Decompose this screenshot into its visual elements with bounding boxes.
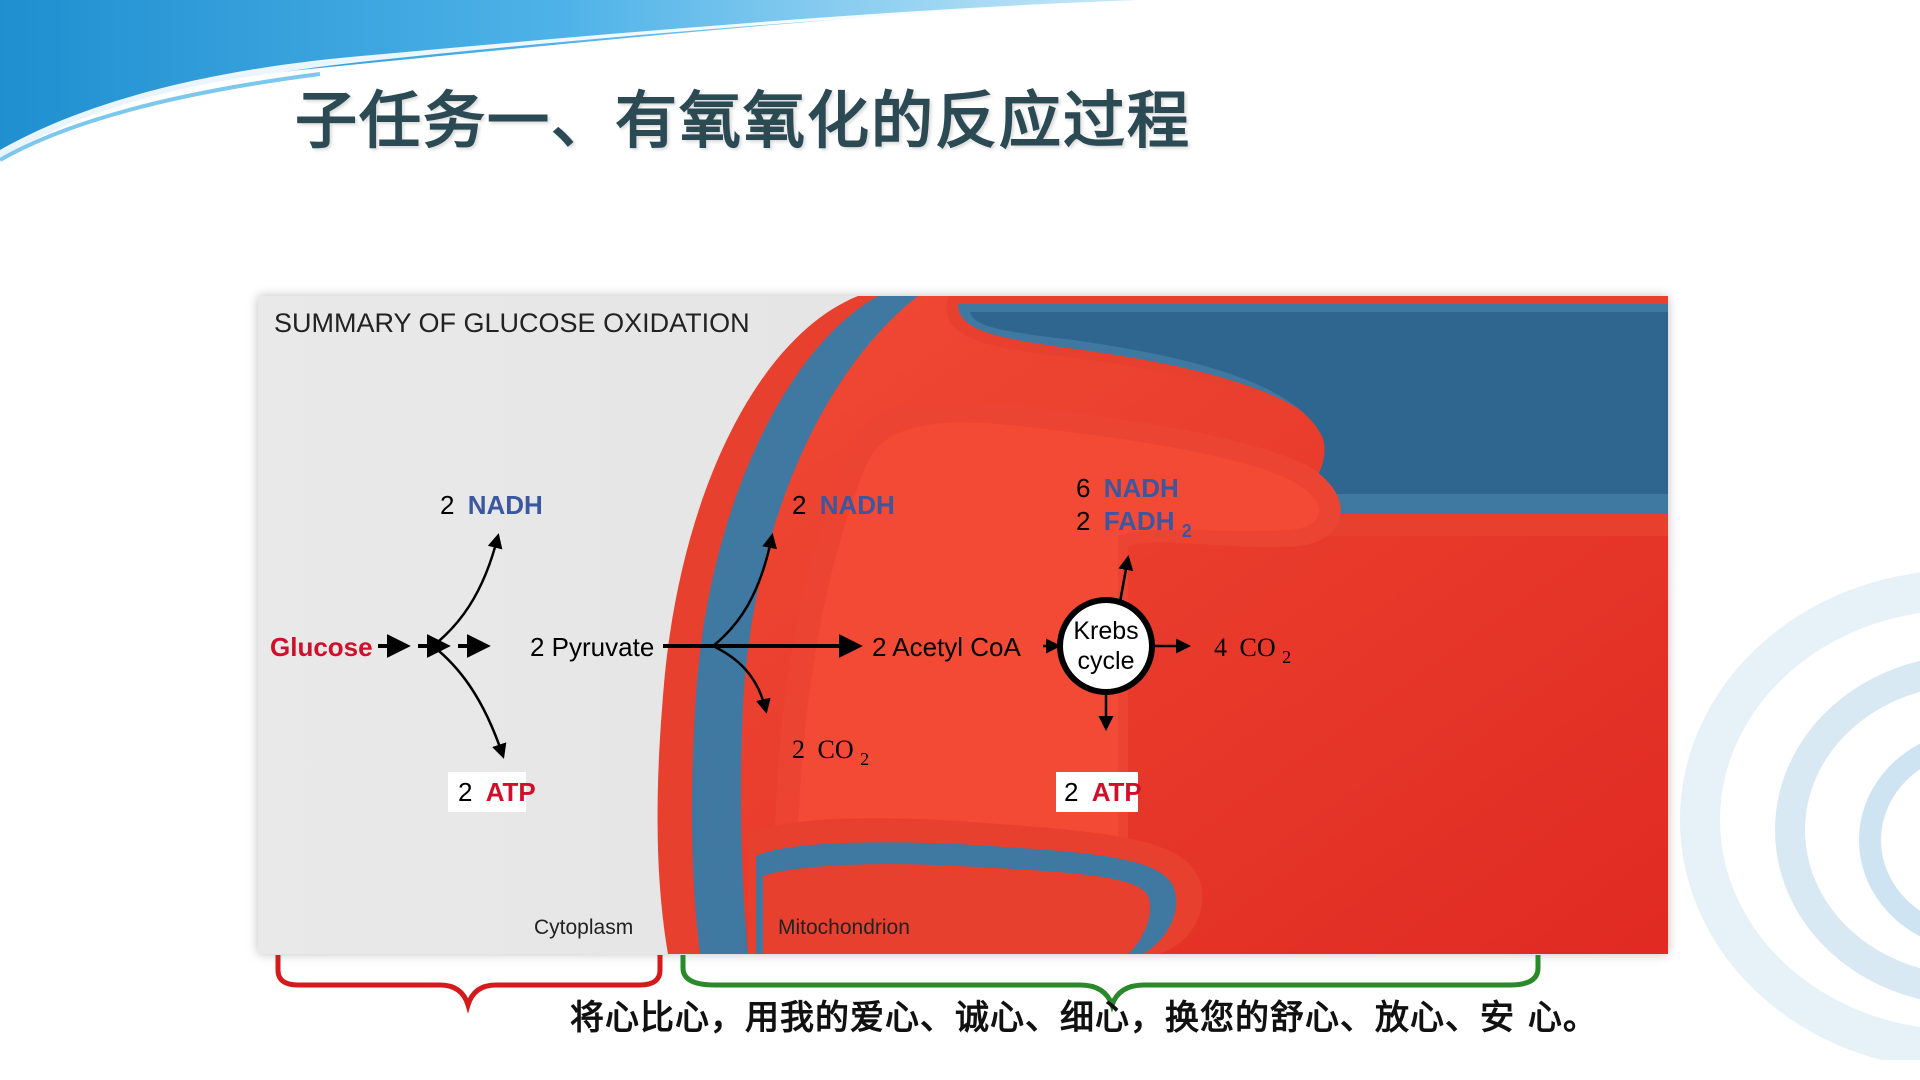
krebs-nadh-count: 6 (1076, 473, 1090, 503)
krebs-fadh2-subscript: 2 (1182, 521, 1192, 541)
glycolysis-atp-label: ATP (486, 777, 536, 807)
glucose-label: Glucose (270, 632, 373, 662)
glycolysis-atp-count: 2 (458, 777, 472, 807)
krebs-co2-subscript: 2 (1282, 647, 1291, 667)
krebs-atp-count: 2 (1064, 777, 1078, 807)
link-co2-count: 2 (792, 735, 805, 764)
link-co2-subscript: 2 (860, 749, 869, 769)
diagram-heading: SUMMARY OF GLUCOSE OXIDATION (274, 308, 750, 338)
link-nadh-count: 2 (792, 490, 806, 520)
glycolysis-nadh-count: 2 (440, 490, 454, 520)
svg-text:2 ATP: 2 ATP (458, 777, 536, 807)
acetyl-coa-label: 2 Acetyl CoA (872, 632, 1022, 662)
header-swoosh-decoration (0, 0, 1140, 165)
svg-text:2 ATP: 2 ATP (1064, 777, 1142, 807)
krebs-co2-label: CO (1240, 633, 1276, 662)
arrow-glycolysis-nadh (432, 533, 503, 647)
arrow-link-nadh (712, 533, 777, 647)
pyruvate-label: 2 Pyruvate (530, 632, 654, 662)
glucose-oxidation-diagram: SUMMARY OF GLUCOSE OXIDATION Krebs cycle… (258, 296, 1668, 954)
arrow-link-co2 (712, 644, 771, 714)
slide-caption: 将心比心，用我的爱心、诚心、细心，换您的舒心、放心、安 心。 (570, 998, 1598, 1038)
link-nadh-label: NADH (820, 490, 895, 520)
glycolysis-nadh-label: NADH (468, 490, 543, 520)
svg-text:6 NADH: 6 NADH (1076, 473, 1179, 503)
krebs-atp-label: ATP (1092, 777, 1142, 807)
krebs-fadh2-label: FADH (1104, 506, 1175, 536)
svg-text:2 FADH 2: 2 FADH 2 (1076, 506, 1192, 541)
arrow-krebs-up (1118, 555, 1134, 603)
corner-swirl-decoration (1680, 572, 1920, 1060)
svg-text:2 NADH: 2 NADH (792, 490, 895, 520)
svg-text:4 CO 2: 4 CO 2 (1214, 633, 1291, 667)
link-co2-label: CO (818, 735, 854, 764)
cytoplasm-label: Cytoplasm (534, 916, 633, 939)
krebs-cycle-circle (1057, 597, 1155, 695)
krebs-fadh2-count: 2 (1076, 506, 1090, 536)
krebs-label-line2: cycle (1078, 647, 1135, 675)
krebs-label-line1: Krebs (1073, 617, 1138, 645)
slide-title: 子任务一、有氧氧化的反应过程 (295, 84, 1192, 157)
krebs-co2-count: 4 (1214, 633, 1227, 662)
svg-text:2 NADH: 2 NADH (440, 490, 543, 520)
arrow-glycolysis-atp (432, 645, 507, 759)
mitochondrion-label: Mitochondrion (778, 916, 910, 939)
krebs-nadh-label: NADH (1104, 473, 1179, 503)
svg-text:2 CO 2: 2 CO 2 (792, 735, 869, 769)
